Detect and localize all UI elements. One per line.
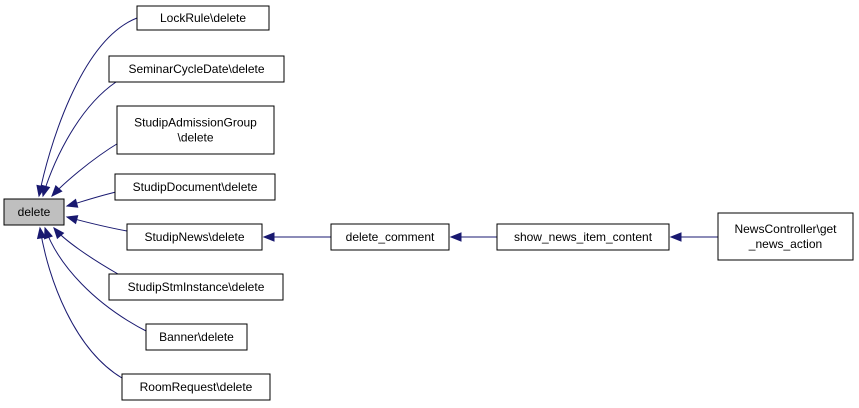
node-box	[121, 373, 271, 401]
arrowhead-icon	[53, 226, 65, 240]
node-label: delete_comment	[346, 230, 435, 244]
node-box	[108, 273, 284, 301]
node-label: Banner\delete	[159, 330, 234, 344]
node-box	[114, 173, 276, 201]
arrowhead-icon	[36, 226, 47, 240]
node-label: show_news_item_content	[514, 230, 653, 244]
arrowhead-icon	[262, 232, 275, 242]
edge-roomrequest-to-delete	[36, 226, 123, 379]
edge-newscontroller-to-show_news_item_content	[669, 232, 718, 242]
arrowhead-icon	[41, 184, 51, 198]
edge-studipstminstance-to-delete	[53, 226, 119, 275]
edge-banner-to-delete	[44, 226, 149, 333]
edge-line	[51, 141, 121, 197]
edge-studipadmissiongroup-to-delete	[51, 141, 121, 197]
edge-line	[38, 17, 138, 197]
edge-delete_comment-to-studipnews	[262, 232, 331, 242]
node-box	[126, 223, 263, 251]
arrowhead-icon	[65, 215, 79, 225]
node-box	[145, 323, 248, 351]
node-delete_comment[interactable]: delete_comment	[330, 223, 450, 251]
node-box	[116, 105, 275, 155]
arrowhead-icon	[65, 198, 79, 208]
node-roomrequest[interactable]: RoomRequest\delete	[121, 373, 271, 401]
edge-seminarcycledate-to-delete	[41, 81, 117, 198]
arrowhead-icon	[44, 226, 53, 240]
edge-line	[44, 227, 149, 333]
node-label: StudipAdmissionGroup	[134, 116, 257, 130]
node-banner[interactable]: Banner\delete	[145, 323, 248, 351]
node-box	[108, 55, 285, 83]
node-show_news_item_content[interactable]: show_news_item_content	[496, 223, 670, 251]
edge-show_news_item_content-to-delete_comment	[449, 232, 497, 242]
node-box	[496, 223, 670, 251]
node-box	[717, 212, 854, 261]
edge-studipnews-to-delete	[65, 215, 128, 232]
edge-line	[53, 227, 119, 275]
node-studipnews[interactable]: StudipNews\delete	[126, 223, 263, 251]
node-label: \delete	[177, 131, 213, 145]
node-lockrule[interactable]: LockRule\delete	[136, 5, 270, 31]
node-seminarcycledate[interactable]: SeminarCycleDate\delete	[108, 55, 285, 83]
edges-layer	[36, 17, 718, 379]
node-label: _news_action	[748, 237, 822, 251]
node-label: StudipStmInstance\delete	[128, 280, 265, 294]
arrowhead-icon	[669, 232, 682, 242]
node-label: StudipNews\delete	[144, 230, 244, 244]
arrowhead-icon	[51, 185, 63, 197]
node-label: LockRule\delete	[160, 11, 246, 25]
node-newscontroller[interactable]: NewsController\get_news_action	[717, 212, 854, 261]
node-box	[3, 198, 65, 226]
node-label: NewsController\get	[734, 222, 837, 236]
node-label: StudipDocument\delete	[133, 180, 258, 194]
edge-studipdocument-to-delete	[65, 191, 117, 208]
arrowhead-icon	[449, 232, 462, 242]
node-studipdocument[interactable]: StudipDocument\delete	[114, 173, 276, 201]
node-delete[interactable]: delete	[3, 198, 65, 226]
edge-line	[39, 227, 123, 379]
node-box	[330, 223, 450, 251]
node-studipstminstance[interactable]: StudipStmInstance\delete	[108, 273, 284, 301]
node-label: RoomRequest\delete	[140, 380, 253, 394]
node-studipadmissiongroup[interactable]: StudipAdmissionGroup\delete	[116, 105, 275, 155]
node-label: SeminarCycleDate\delete	[128, 62, 264, 76]
node-box	[136, 5, 270, 31]
nodes-layer: delete LockRule\deleteSeminarCycleDate\de…	[3, 5, 854, 401]
node-label: delete	[18, 205, 51, 219]
